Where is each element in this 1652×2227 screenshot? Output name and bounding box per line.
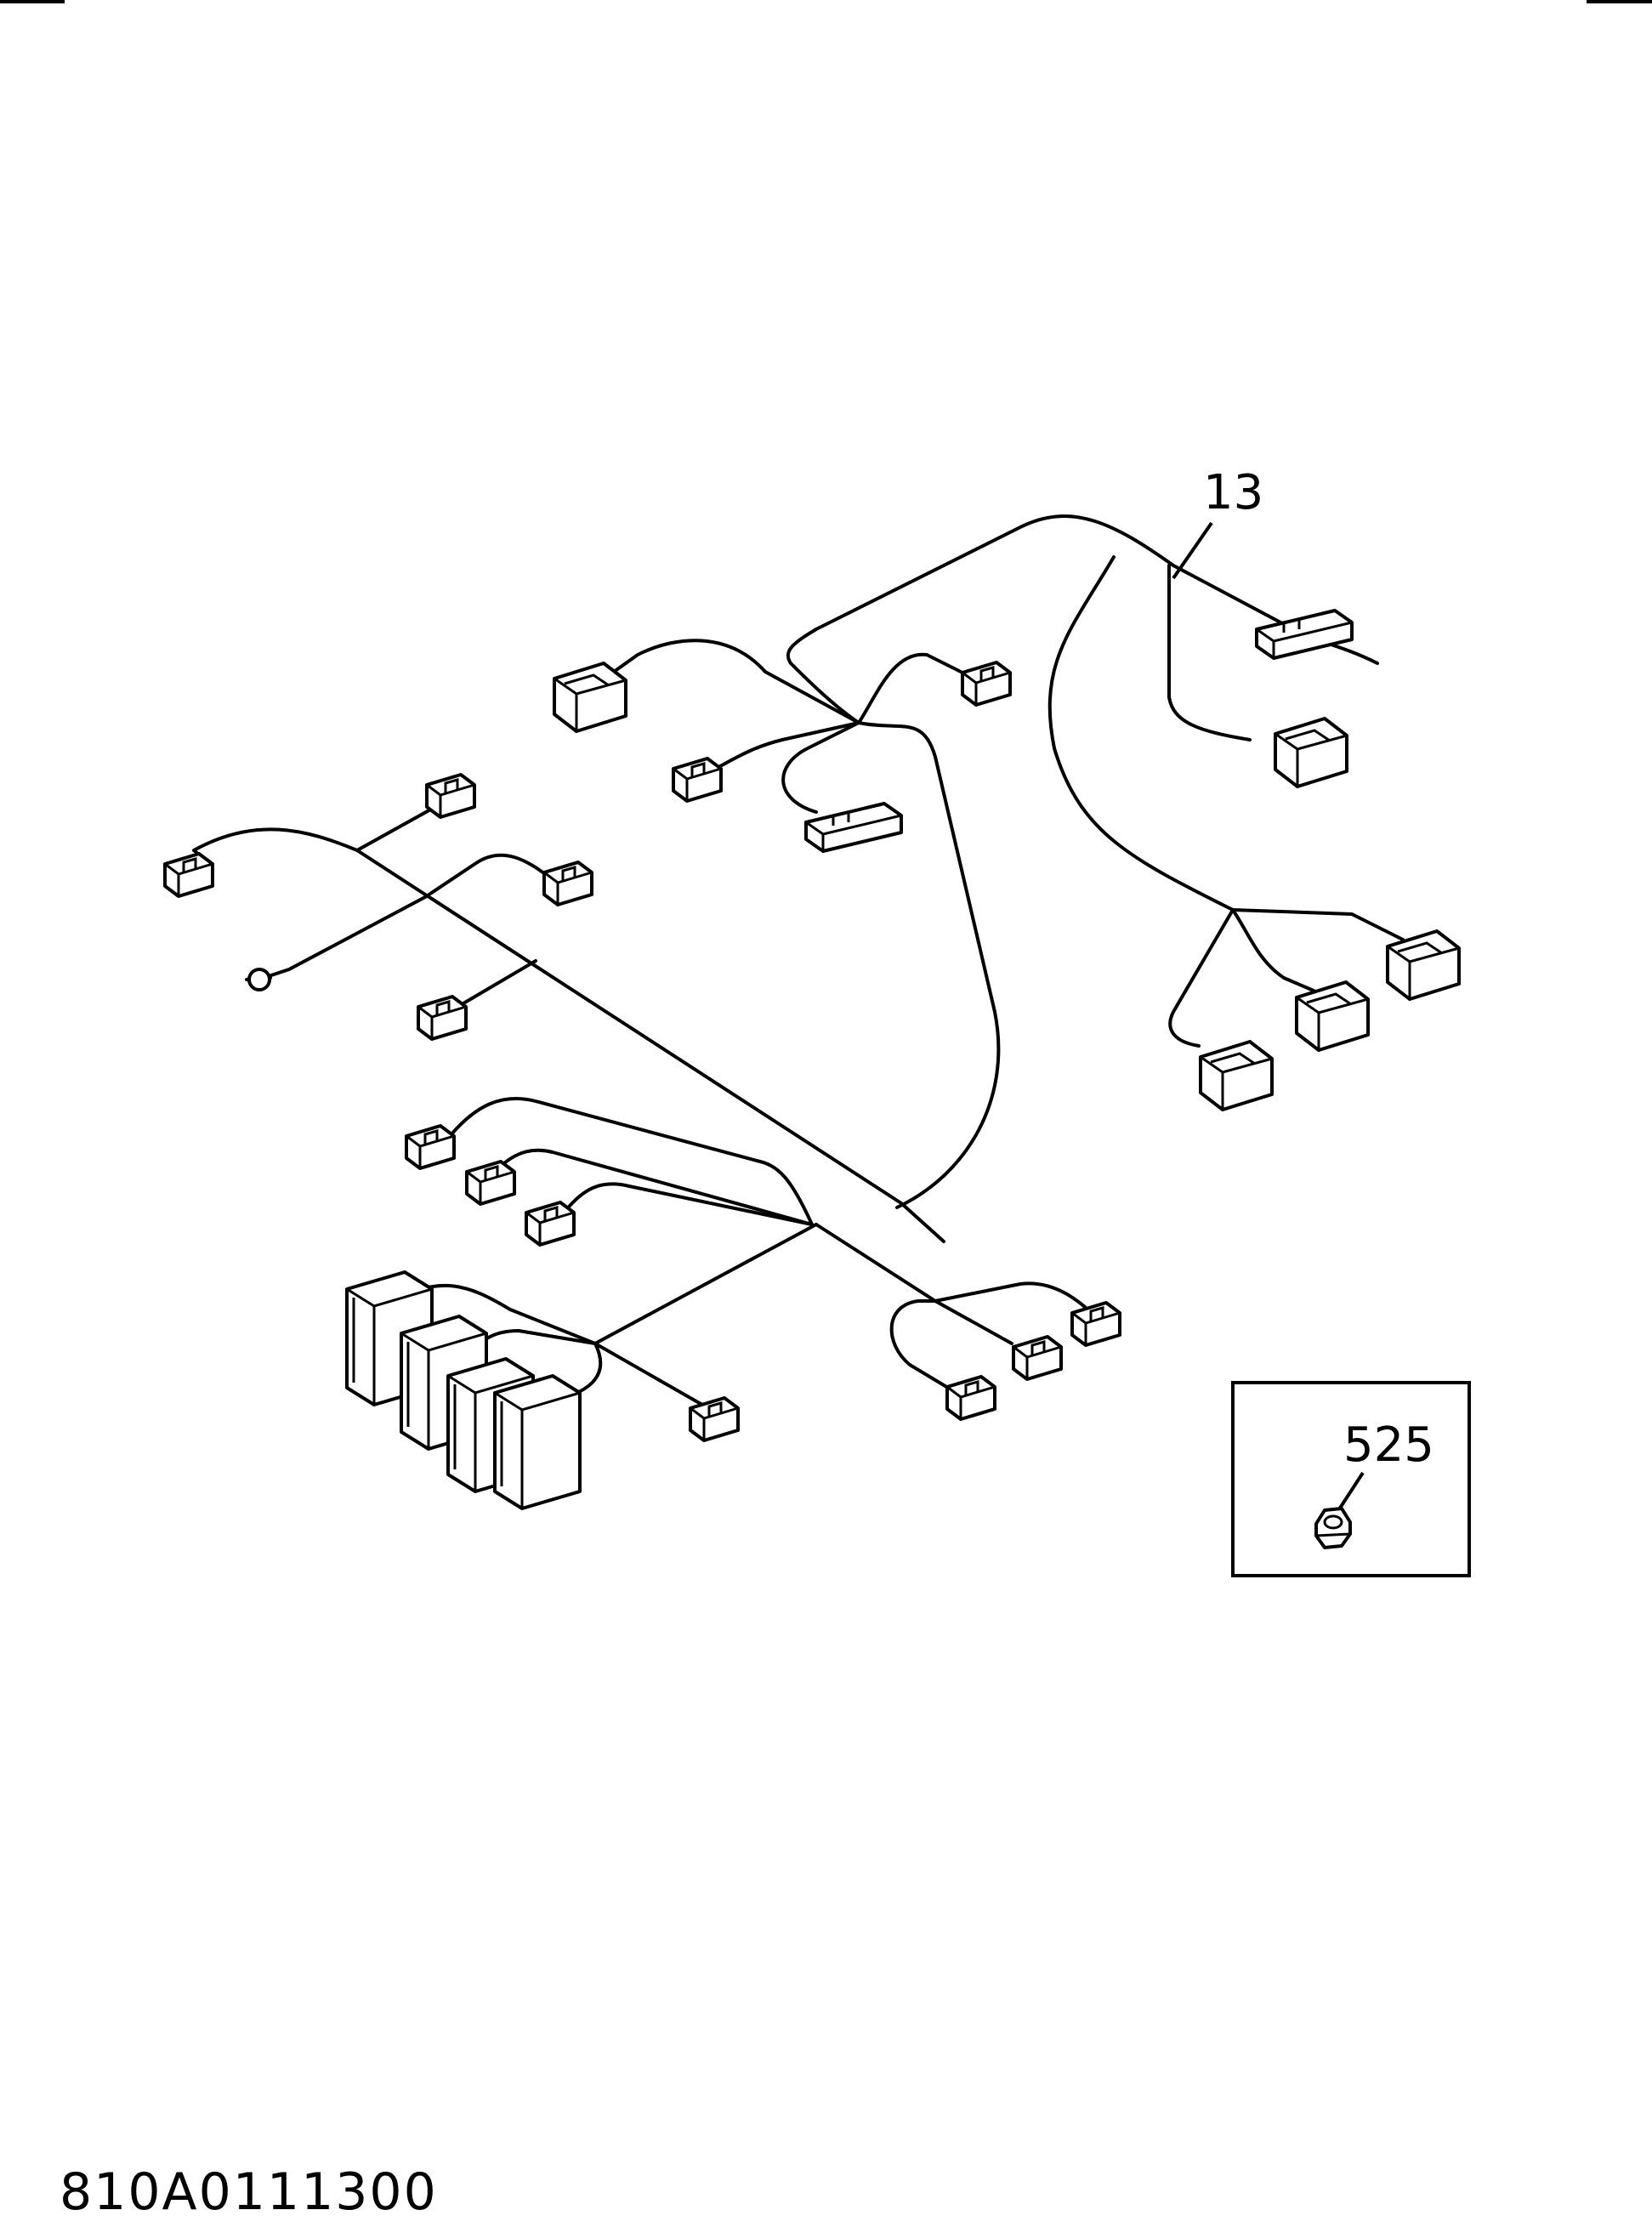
- connector: [672, 757, 723, 803]
- connector: [542, 861, 593, 906]
- connector: [425, 773, 476, 819]
- connector: [1274, 717, 1348, 788]
- connector: [804, 802, 903, 853]
- connector: [1386, 929, 1461, 1001]
- connector: [417, 995, 468, 1041]
- connector: [689, 1396, 740, 1442]
- callout-leader-525: [1337, 1471, 1365, 1511]
- connector: [961, 661, 1012, 707]
- connector: [1012, 1335, 1063, 1381]
- connector: [553, 662, 627, 733]
- connector: [405, 1124, 456, 1170]
- connector: [163, 852, 214, 898]
- wire-harness: [192, 514, 1405, 1413]
- inset-box: 525: [1231, 1381, 1471, 1577]
- connector: [1199, 1040, 1274, 1111]
- connector: [1070, 1301, 1121, 1347]
- connector: [525, 1201, 576, 1247]
- connector: [465, 1160, 516, 1206]
- callout-13: 13: [1203, 465, 1263, 520]
- callout-525: 525: [1343, 1417, 1434, 1473]
- callout-leader-13: [1172, 521, 1213, 580]
- connector: [945, 1375, 996, 1421]
- connector: [1295, 980, 1370, 1052]
- connector: [493, 1374, 582, 1510]
- drawing-number: 810A0111300: [60, 2162, 438, 2222]
- nut-icon: [1314, 1507, 1352, 1549]
- ring-terminal: [247, 968, 271, 991]
